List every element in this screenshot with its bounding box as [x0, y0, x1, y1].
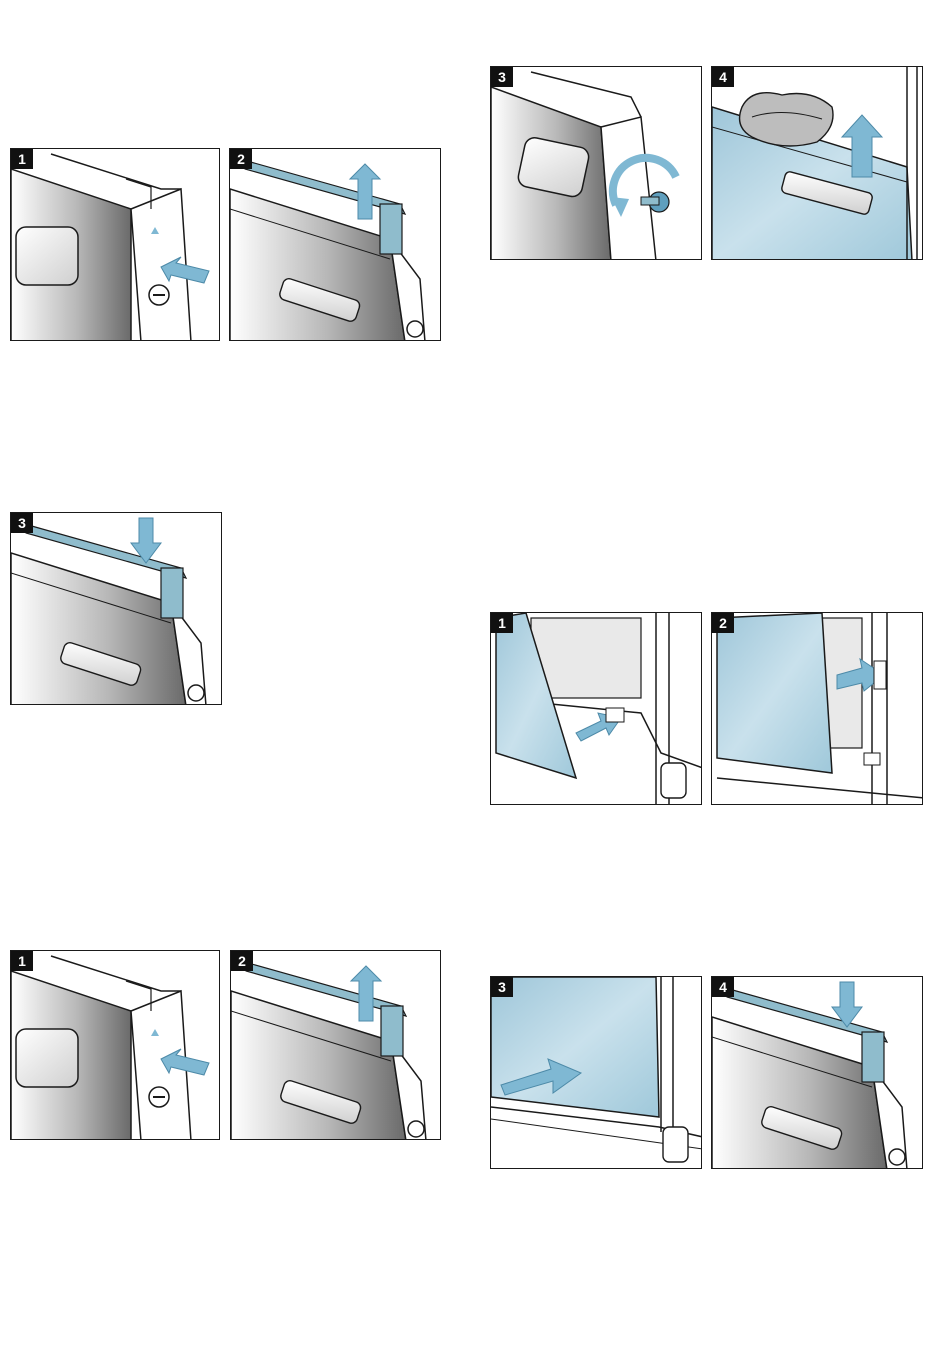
lower-rail-icon	[712, 977, 923, 1169]
step-badge: 4	[712, 67, 734, 87]
step-badge: 3	[491, 977, 513, 997]
step-panel-d3: 3	[490, 66, 702, 260]
step-badge: 3	[11, 513, 33, 533]
step-badge: 1	[491, 613, 513, 633]
step-panel-e2: 2	[711, 612, 923, 805]
step-panel-c2: 2	[230, 950, 441, 1140]
step-panel-c1: 1	[10, 950, 220, 1140]
step-panel-f4: 4	[711, 976, 923, 1169]
step-panel-b3: 3	[10, 512, 222, 705]
step-panel-a1: 1	[10, 148, 220, 341]
step-badge: 1	[11, 149, 33, 169]
step-badge: 2	[231, 951, 253, 971]
cleaning-cloth-icon	[712, 67, 923, 260]
step-badge: 4	[712, 977, 734, 997]
push-glass-icon	[491, 977, 702, 1169]
lower-rail-icon	[11, 513, 222, 705]
step-panel-d4: 4	[711, 66, 923, 260]
step-panel-e1: 1	[490, 612, 702, 805]
step-badge: 2	[230, 149, 252, 169]
step-panel-a2: 2	[229, 148, 441, 341]
slide-glass-icon	[712, 613, 923, 805]
step-badge: 2	[712, 613, 734, 633]
lift-rail-icon	[231, 951, 441, 1140]
step-badge: 3	[491, 67, 513, 87]
lift-rail-icon	[230, 149, 441, 341]
step-panel-f3: 3	[490, 976, 702, 1169]
insert-glass-icon	[491, 613, 702, 805]
press-clip-icon	[11, 951, 220, 1140]
step-badge: 1	[11, 951, 33, 971]
screw-turn-icon	[491, 67, 702, 260]
press-clip-icon	[11, 149, 220, 341]
